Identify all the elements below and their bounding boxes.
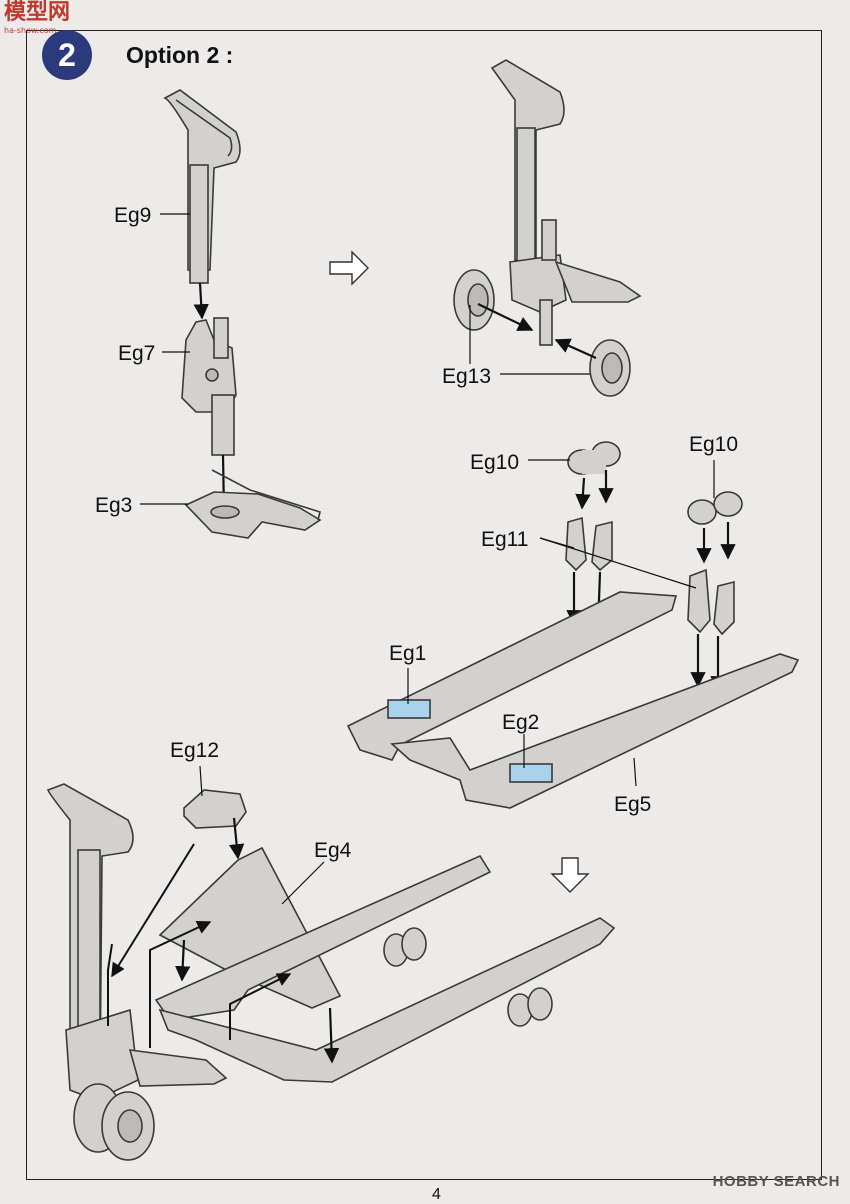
pallet-truck-assembled — [46, 783, 616, 1161]
label-eg2: Eg2 — [502, 711, 540, 734]
hobby-search-watermark: HOBBY SEARCH — [712, 1173, 840, 1190]
label-eg5: Eg5 — [614, 793, 652, 816]
label-eg13: Eg13 — [442, 365, 492, 388]
next-step-arrow — [329, 250, 369, 286]
roller-eg10-right — [687, 491, 743, 525]
label-eg9: Eg9 — [114, 204, 152, 227]
site-logo-url: ha-show.com — [4, 26, 57, 35]
label-eg12: Eg12 — [170, 739, 220, 762]
label-eg4: Eg4 — [314, 839, 352, 862]
leader-lines — [140, 213, 715, 905]
part-eg2-highlight — [509, 763, 553, 783]
page-number: 4 — [432, 1186, 441, 1203]
label-eg7: Eg7 — [118, 342, 156, 365]
handle-assembly — [490, 59, 642, 346]
label-eg11: Eg11 — [481, 528, 529, 551]
roller-eg10-left — [567, 441, 621, 475]
diagram-frame — [26, 30, 822, 1180]
down-step-arrow — [550, 857, 590, 893]
link-eg11 — [565, 516, 735, 636]
label-eg10-right: Eg10 — [689, 433, 739, 456]
cover-eg12 — [183, 789, 247, 829]
label-eg3: Eg3 — [95, 494, 133, 517]
wheel-eg13-left — [453, 269, 495, 331]
wheel-eg13-right — [589, 339, 631, 397]
pump-eg7 — [181, 317, 237, 456]
handle-eg9 — [163, 89, 241, 284]
label-eg10-left: Eg10 — [470, 451, 520, 474]
label-eg1: Eg1 — [389, 642, 427, 665]
fork-frame-eg5 — [346, 591, 800, 809]
option-title: Option 2 : — [126, 42, 234, 68]
part-eg1-highlight — [387, 699, 431, 719]
site-logo: 模型网 — [4, 0, 71, 25]
step-number-badge: 2 — [42, 30, 92, 80]
base-eg3 — [184, 469, 322, 539]
